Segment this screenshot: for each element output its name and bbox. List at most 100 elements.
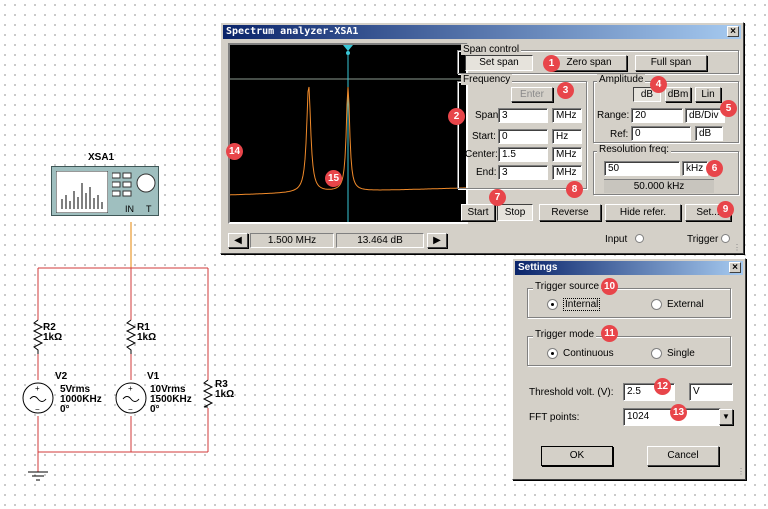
end-label: End: [476,167,497,178]
instrument-label: XSA1 [88,152,115,163]
spectrum-trace-plot [230,45,466,222]
badge-8: 8 [566,181,583,198]
cursor-right-button[interactable]: ▶ [427,233,447,248]
spectrum-analyzer-window: Spectrum analyzer-XSA1 × ◀ 1.500 MHz 13.… [220,22,744,254]
center-label: Center: [465,149,498,160]
cursor-left-button[interactable]: ◀ [228,233,248,248]
start-input[interactable]: 0 [498,129,548,144]
spectrum-trace [230,86,466,196]
ref-label: Ref: [610,129,629,140]
settings-title: Settings [518,262,558,273]
input-terminal-label: Input [605,234,628,245]
center-unit-select[interactable]: MHz [552,147,582,162]
continuous-radio[interactable] [547,348,558,359]
badge-12: 12 [654,378,671,395]
settings-resize-grip-icon[interactable]: ⋮ [737,467,745,476]
badge-1: 1 [543,55,560,72]
fft-points-label: FFT points: [529,412,580,423]
threshold-unit-field[interactable]: V [689,383,733,401]
span-input[interactable]: 3 [498,108,548,123]
resolution-readout: 50.000 kHz [604,179,714,193]
stop-button[interactable]: Stop [497,204,533,221]
badge-4: 4 [650,76,667,93]
analyzer-close-button[interactable]: × [727,26,739,37]
resolution-title: Resolution freq: [597,144,672,155]
trigger-terminal-icon[interactable] [721,234,730,243]
range-unit-select[interactable]: dB/Div [685,108,725,123]
badge-3: 3 [557,82,574,99]
span-unit-select[interactable]: MHz [552,108,582,123]
badge-9: 9 [717,201,734,218]
single-label: Single [667,348,695,359]
badge-6: 6 [706,160,723,177]
start-label: Start: [472,131,496,142]
span-control-group [457,50,739,74]
dbm-button[interactable]: dBm [665,87,691,102]
pin-t-label: T [146,204,152,214]
cursor-marker-icon[interactable] [343,45,353,55]
ref-unit-select[interactable]: dB [695,126,723,141]
internal-radio[interactable] [547,299,558,310]
instrument-controls-icon [112,172,156,197]
lin-button[interactable]: Lin [695,87,721,102]
zero-span-button[interactable]: Zero span [551,55,627,71]
trigger-terminal-label: Trigger [687,234,719,245]
end-unit-select[interactable]: MHz [552,165,582,180]
hide-reference-button[interactable]: Hide refer. [605,204,681,221]
settings-close-button[interactable]: × [729,262,741,273]
external-label: External [667,299,704,310]
fft-dropdown-chevron-icon[interactable]: ▼ [719,409,733,425]
enter-button[interactable]: Enter [511,87,553,102]
internal-label: Internal [563,298,601,311]
analyzer-title: Spectrum analyzer-XSA1 [226,26,359,37]
set-span-button[interactable]: Set span [465,55,533,71]
trigger-mode-group [527,336,731,366]
badge-5: 5 [720,100,737,117]
span-control-title: Span control [461,44,522,55]
full-span-button[interactable]: Full span [635,55,707,71]
resolution-unit-select[interactable]: kHz [682,161,708,176]
span-label: Span: [475,110,502,121]
frequency-group [457,81,587,189]
svg-text:−: − [128,405,133,414]
instrument-spectrum-screen-icon [56,171,108,213]
badge-11: 11 [601,325,618,342]
start-button[interactable]: Start [461,204,495,221]
reverse-button[interactable]: Reverse [539,204,601,221]
resolution-input[interactable]: 50 [604,161,680,176]
resize-grip-icon[interactable]: ⋮ [733,243,741,252]
trigger-source-title: Trigger source [533,281,602,292]
input-terminal-icon[interactable] [635,234,644,243]
ok-button[interactable]: OK [541,446,613,466]
continuous-label: Continuous [563,348,614,359]
badge-10: 10 [601,278,618,295]
badge-13: 13 [670,404,687,421]
ref-input[interactable]: 0 [631,126,691,141]
range-input[interactable]: 20 [631,108,683,123]
badge-2: 2 [448,108,465,125]
amplitude-title: Amplitude [597,74,646,85]
v2-ref-label: V2 [55,371,68,382]
badge-14: 14 [226,143,243,160]
trigger-source-group [527,288,731,318]
analyzer-titlebar[interactable]: Spectrum analyzer-XSA1 × [223,25,741,39]
badge-15: 15 [325,170,342,187]
settings-titlebar[interactable]: Settings × [515,261,743,275]
settings-dialog: Settings × Trigger source Internal Exter… [512,258,746,480]
spectrum-analyzer-instrument[interactable]: IN T [51,166,159,216]
cancel-button[interactable]: Cancel [647,446,719,466]
v1-ref-label: V1 [147,371,160,382]
external-radio[interactable] [651,299,662,310]
start-unit-select[interactable]: Hz [552,129,582,144]
end-input[interactable]: 3 [498,165,548,180]
center-input[interactable]: 1.5 [498,147,548,162]
threshold-label: Threshold volt. (V): [529,387,614,398]
cursor-frequency-readout: 1.500 MHz [250,233,334,248]
spectrum-display[interactable] [228,43,468,224]
single-radio[interactable] [651,348,662,359]
